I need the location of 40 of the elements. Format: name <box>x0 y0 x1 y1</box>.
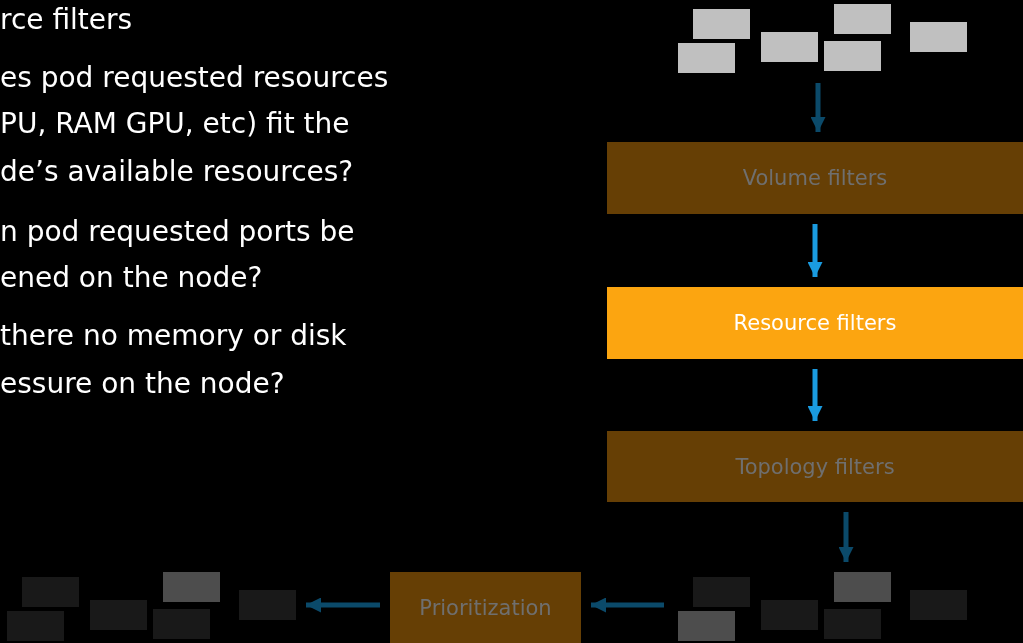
process-box <box>607 431 1023 502</box>
placeholder-box <box>761 600 818 630</box>
process-box <box>607 287 1023 359</box>
box-label: Resource filters <box>733 311 897 335</box>
bullet-text: n pod requested ports be <box>0 215 355 249</box>
placeholder-box <box>22 577 79 607</box>
placeholder-box <box>90 600 147 630</box>
placeholder-box <box>678 611 735 641</box>
arrow <box>807 224 823 277</box>
arrow <box>810 83 826 132</box>
bullet-text: there no memory or disk <box>0 319 347 353</box>
placeholder-box <box>693 9 750 39</box>
placeholder-box <box>678 43 735 73</box>
bullet-text: ened on the node? <box>0 261 263 295</box>
placeholder-box <box>910 590 967 620</box>
placeholder-box <box>239 590 296 620</box>
process-box <box>390 572 581 643</box>
placeholder-box <box>7 611 64 641</box>
box-label: Volume filters <box>742 166 888 190</box>
placeholder-box <box>834 4 891 34</box>
arrow <box>591 597 664 613</box>
process-box <box>607 142 1023 214</box>
box-label: Topology filters <box>735 454 895 479</box>
placeholder-box <box>761 32 818 62</box>
arrow <box>306 597 380 613</box>
placeholder-box <box>824 609 881 639</box>
placeholder-box <box>834 572 891 602</box>
bullet-text: essure on the node? <box>0 367 285 401</box>
placeholder-box <box>824 41 881 71</box>
bullet-text: PU, RAM GPU, etc) fit the <box>0 107 350 141</box>
placeholder-box <box>693 577 750 607</box>
placeholder-box <box>910 22 967 52</box>
bullet-text: es pod requested resources <box>0 61 389 95</box>
bullet-text: de’s available resources? <box>0 155 354 189</box>
box-label: Prioritization <box>419 595 552 620</box>
bullet-text: rce filters <box>0 3 133 37</box>
placeholder-box <box>153 609 210 639</box>
placeholder-box <box>163 572 220 602</box>
arrow <box>807 369 823 421</box>
arrow <box>838 512 854 562</box>
